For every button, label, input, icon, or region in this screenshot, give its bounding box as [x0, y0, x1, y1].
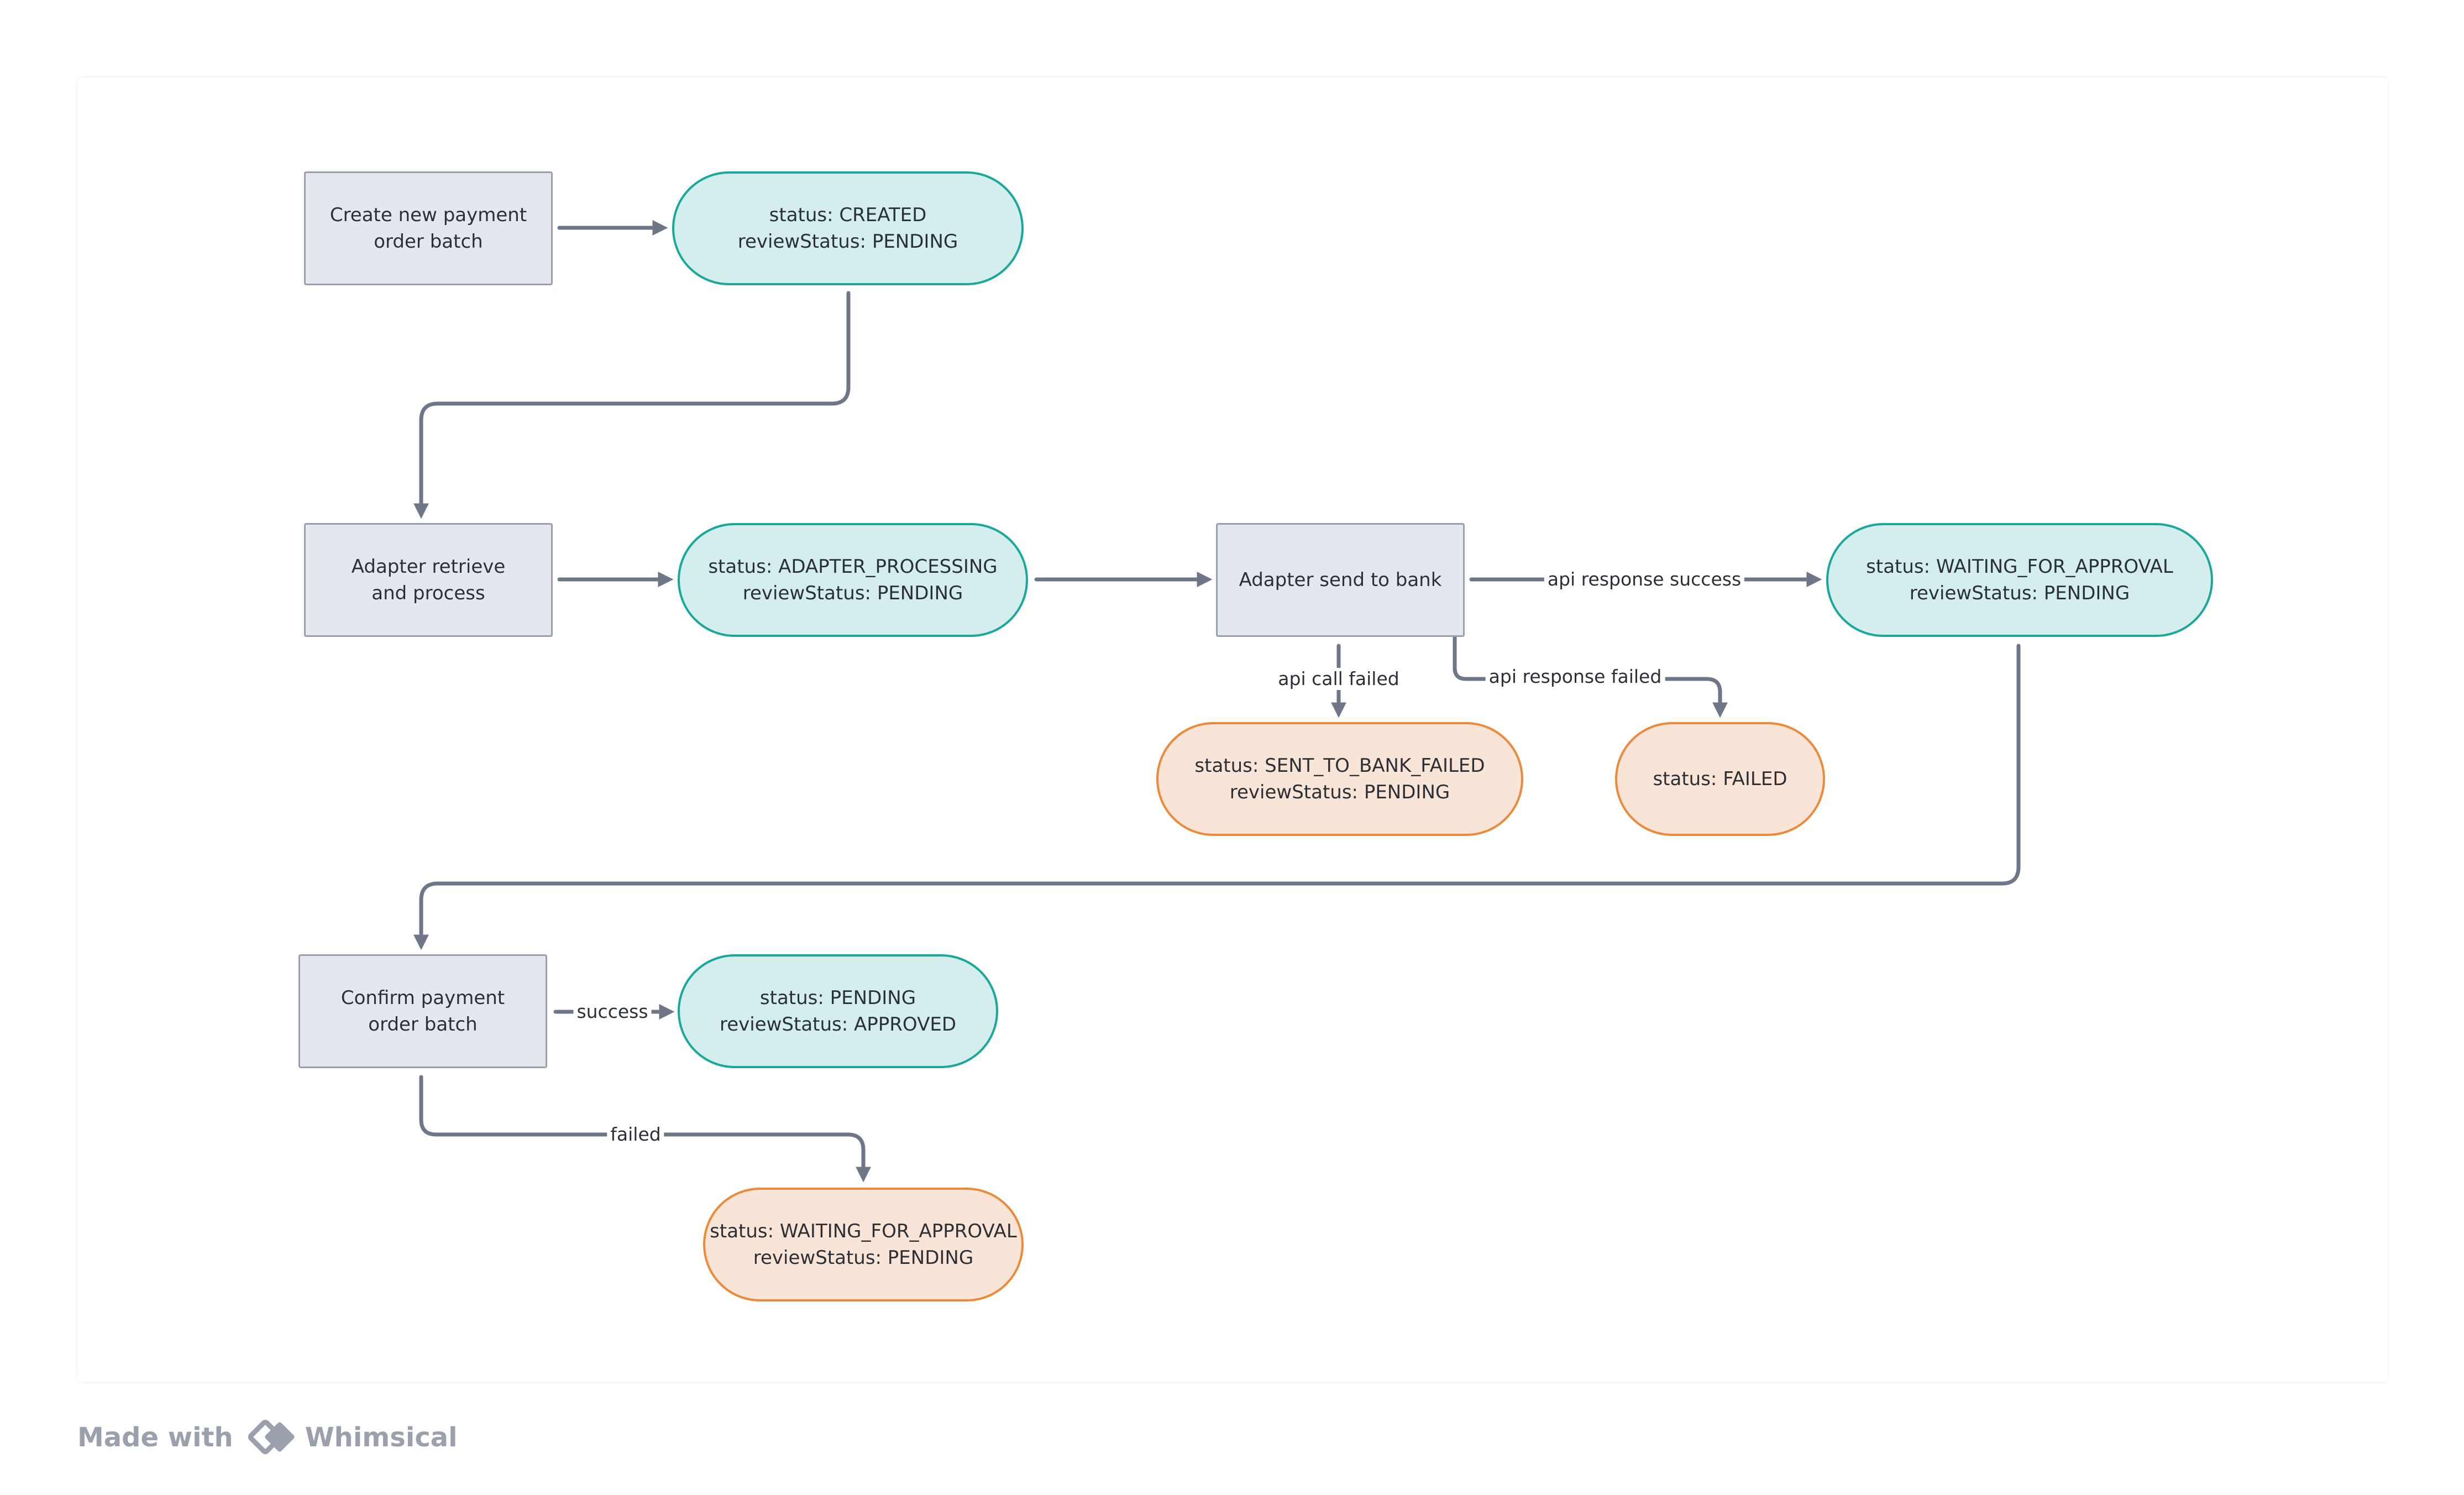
node-confirm-batch-label: Confirm payment order batch: [340, 987, 505, 1036]
node-adapter-send-label: Adapter send to bank: [1239, 569, 1442, 591]
node-status-waiting-approval-failed-label: status: WAITING_FOR_APPROVAL reviewStatu…: [710, 1220, 1017, 1269]
node-adapter-send[interactable]: Adapter send to bank: [1216, 523, 1465, 637]
node-status-waiting-approval-failed[interactable]: status: WAITING_FOR_APPROVAL reviewStatu…: [703, 1188, 1024, 1301]
node-adapter-retrieve[interactable]: Adapter retrieve and process: [304, 523, 553, 637]
edge-label-success: success: [573, 1001, 652, 1023]
node-status-failed-label: status: FAILED: [1653, 768, 1787, 790]
edge-label-failed: failed: [607, 1123, 664, 1146]
node-create-batch[interactable]: Create new payment order batch: [304, 171, 553, 285]
node-status-failed[interactable]: status: FAILED: [1615, 722, 1825, 836]
node-status-adapter-processing[interactable]: status: ADAPTER_PROCESSING reviewStatus:…: [678, 523, 1028, 637]
edge-label-api-response-failed: api response failed: [1485, 666, 1665, 688]
node-status-waiting-approval-label: status: WAITING_FOR_APPROVAL reviewStatu…: [1866, 556, 2173, 604]
edge-waiting-to-confirm: [413, 644, 2021, 950]
node-confirm-batch[interactable]: Confirm payment order batch: [298, 954, 547, 1068]
edge-label-api-call-failed: api call failed: [1275, 668, 1403, 690]
node-status-adapter-processing-label: status: ADAPTER_PROCESSING reviewStatus:…: [708, 556, 998, 604]
made-with-footer[interactable]: Made with Whimsical: [77, 1415, 458, 1460]
edge-label-api-success: api response success: [1544, 568, 1745, 590]
node-create-batch-label: Create new payment order batch: [329, 204, 527, 253]
edge-created-to-adapter-retrieve: [413, 291, 851, 519]
node-status-created[interactable]: status: CREATED reviewStatus: PENDING: [672, 171, 1024, 285]
node-status-sent-failed[interactable]: status: SENT_TO_BANK_FAILED reviewStatus…: [1156, 722, 1523, 836]
made-with-text: Made with: [77, 1422, 233, 1453]
whimsical-logo-icon: [248, 1419, 295, 1455]
node-status-created-label: status: CREATED reviewStatus: PENDING: [737, 204, 958, 253]
node-status-waiting-approval[interactable]: status: WAITING_FOR_APPROVAL reviewStatu…: [1826, 523, 2213, 637]
node-status-pending-approved[interactable]: status: PENDING reviewStatus: APPROVED: [678, 954, 998, 1068]
whimsical-brand-text: Whimsical: [305, 1422, 458, 1453]
node-adapter-retrieve-label: Adapter retrieve and process: [351, 556, 506, 604]
node-status-pending-approved-label: status: PENDING reviewStatus: APPROVED: [719, 987, 957, 1036]
node-status-sent-failed-label: status: SENT_TO_BANK_FAILED reviewStatus…: [1194, 755, 1485, 803]
